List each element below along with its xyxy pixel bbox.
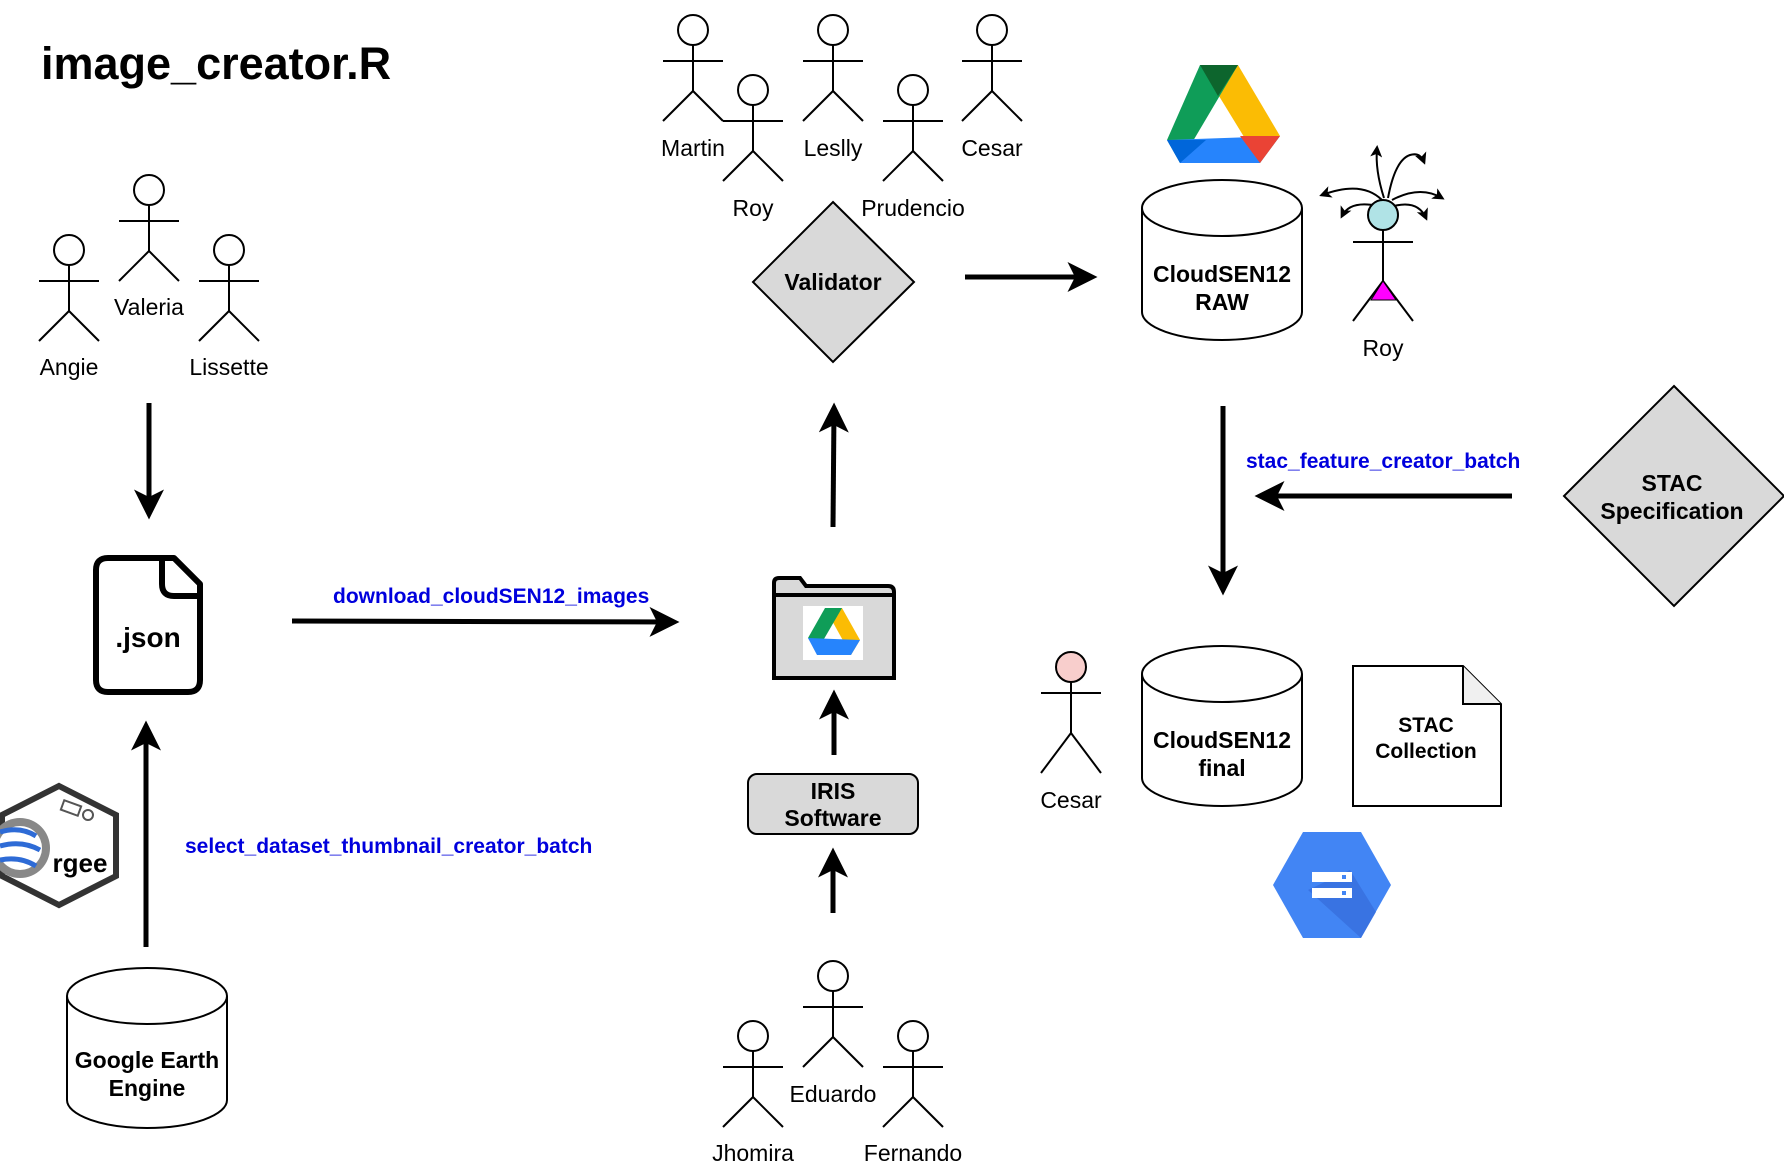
json-file-label: .json: [115, 622, 180, 653]
actor-cesar-bottom: Cesar: [1040, 651, 1102, 813]
function-download-label: download_cloudSEN12_images: [333, 585, 649, 608]
actor-label-leslly: Leslly: [804, 135, 863, 161]
cloudsen12-raw-line2: RAW: [1195, 289, 1249, 315]
actor-label-roy-right: Roy: [1363, 335, 1404, 361]
actor-label-jhomira: Jhomira: [712, 1140, 794, 1166]
actor-leslly: Leslly: [802, 14, 864, 161]
iris-label-line1: IRIS: [811, 778, 856, 804]
google-drive-icon: [1167, 65, 1280, 163]
stac-collection-line1: STAC: [1398, 714, 1454, 737]
function-stac-feature-label: stac_feature_creator_batch: [1246, 450, 1520, 473]
actor-label-cesar-top: Cesar: [961, 135, 1023, 161]
actor-jhomira: Jhomira: [712, 1020, 794, 1166]
actor-label-valeria: Valeria: [114, 294, 184, 320]
actor-valeria: Valeria: [114, 174, 184, 320]
actor-martin: Martin: [661, 14, 725, 161]
actor-prudencio: Prudencio: [861, 74, 965, 221]
validator-label: Validator: [784, 269, 881, 295]
cloud-storage-icon: [1273, 832, 1391, 938]
actor-label-angie: Angie: [40, 354, 99, 380]
stac-specification-node: STAC Specification: [1562, 384, 1784, 608]
actor-label-eduardo: Eduardo: [790, 1081, 877, 1107]
google-earth-engine-database: Google Earth Engine: [66, 967, 228, 1129]
cloudsen12-final-line2: final: [1198, 755, 1245, 781]
actor-label-roy-top: Roy: [733, 195, 774, 221]
stac-spec-line2: Specification: [1600, 498, 1743, 524]
json-file-icon: .json: [93, 555, 203, 695]
stac-spec-line1: STAC: [1642, 470, 1703, 496]
actor-label-martin: Martin: [661, 135, 725, 161]
cloudsen12-final-line1: CloudSEN12: [1153, 727, 1291, 753]
arrow-folder-to-validator: [818, 402, 849, 528]
actor-roy-right: Roy: [1319, 145, 1445, 361]
actor-label-lissette: Lissette: [189, 354, 268, 380]
actor-angie: Angie: [38, 234, 100, 380]
rgee-logo-label: rgee: [53, 848, 108, 878]
validator-node: Validator: [751, 200, 916, 364]
actor-roy-top: Roy: [722, 74, 784, 221]
diagram-title: image_creator.R: [41, 38, 391, 89]
drive-folder-icon: [772, 576, 896, 680]
stac-collection-line2: Collection: [1375, 740, 1477, 763]
cloudsen12-raw-line1: CloudSEN12: [1153, 261, 1291, 287]
cloudsen12-final-database: CloudSEN12 final: [1141, 645, 1303, 807]
actor-lissette: Lissette: [189, 234, 269, 380]
arrow-json-to-folder: [291, 606, 680, 637]
cloudsen12-raw-database: CloudSEN12 RAW: [1141, 179, 1303, 341]
gee-label-line1: Google Earth: [75, 1047, 219, 1073]
gee-label-line2: Engine: [109, 1075, 186, 1101]
iris-software-node: IRIS Software: [747, 773, 919, 835]
actor-label-cesar-bottom: Cesar: [1040, 787, 1102, 813]
actor-label-prudencio: Prudencio: [861, 195, 965, 221]
stac-collection-document: STAC Collection: [1352, 665, 1502, 807]
function-select-thumbnail-label: select_dataset_thumbnail_creator_batch: [185, 835, 592, 858]
actor-fernando: Fernando: [864, 1020, 962, 1166]
rgee-logo: rgee: [0, 782, 119, 909]
actor-label-fernando: Fernando: [864, 1140, 962, 1166]
iris-label-line2: Software: [784, 805, 881, 831]
actor-eduardo: Eduardo: [790, 960, 877, 1107]
actor-cesar-top: Cesar: [961, 14, 1023, 161]
